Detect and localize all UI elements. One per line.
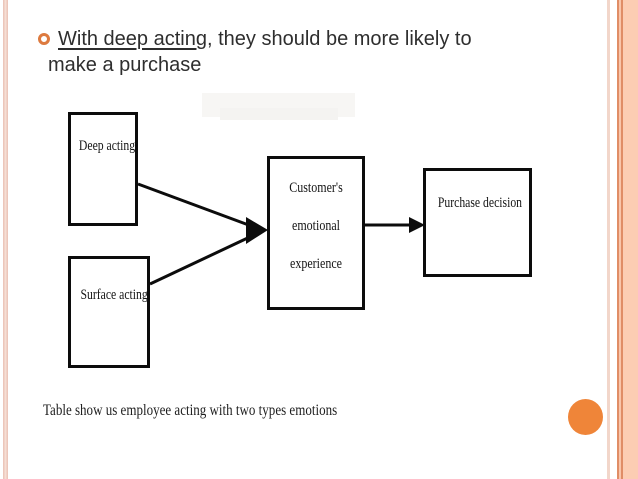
arrow-deep-to-middle: [137, 182, 255, 229]
converging-arrowhead: [246, 217, 268, 244]
diagram-box-deep-acting: Deep acting: [68, 112, 138, 226]
diagram-box-customer-emotional-experience: Customer's emotional experience: [267, 156, 365, 310]
faded-watermark-lower: [220, 108, 338, 120]
deep-acting-label: Deep acting: [78, 138, 136, 154]
arrow-surface-to-middle: [149, 233, 255, 286]
right-inner-stripe: [607, 0, 610, 479]
bullet-text-underlined: With deep acting: [58, 28, 207, 50]
bullet-ring-icon: [38, 33, 50, 45]
orange-circle-decoration: [568, 399, 603, 435]
diagram-box-purchase-decision: Purchase decision: [423, 168, 532, 277]
caption-text: Table show us employee acting with two t…: [43, 402, 338, 419]
bullet-text-line2: make a purchase: [48, 54, 202, 76]
diagram-box-surface-acting: Surface acting: [68, 256, 150, 368]
middle-label-line1: Customer's: [289, 180, 343, 196]
purchase-decision-label: Purchase decision: [437, 195, 523, 211]
middle-label-line2: emotional: [292, 218, 340, 234]
left-border-stripe: [3, 0, 8, 479]
middle-label-line3: experience: [290, 256, 342, 272]
right-border-band: [617, 0, 638, 479]
bullet-text-rest: , they should be more likely to: [206, 28, 472, 50]
bullet-text: With deep acting, they should be more li…: [48, 26, 518, 78]
surface-acting-label: Surface acting: [80, 287, 148, 303]
